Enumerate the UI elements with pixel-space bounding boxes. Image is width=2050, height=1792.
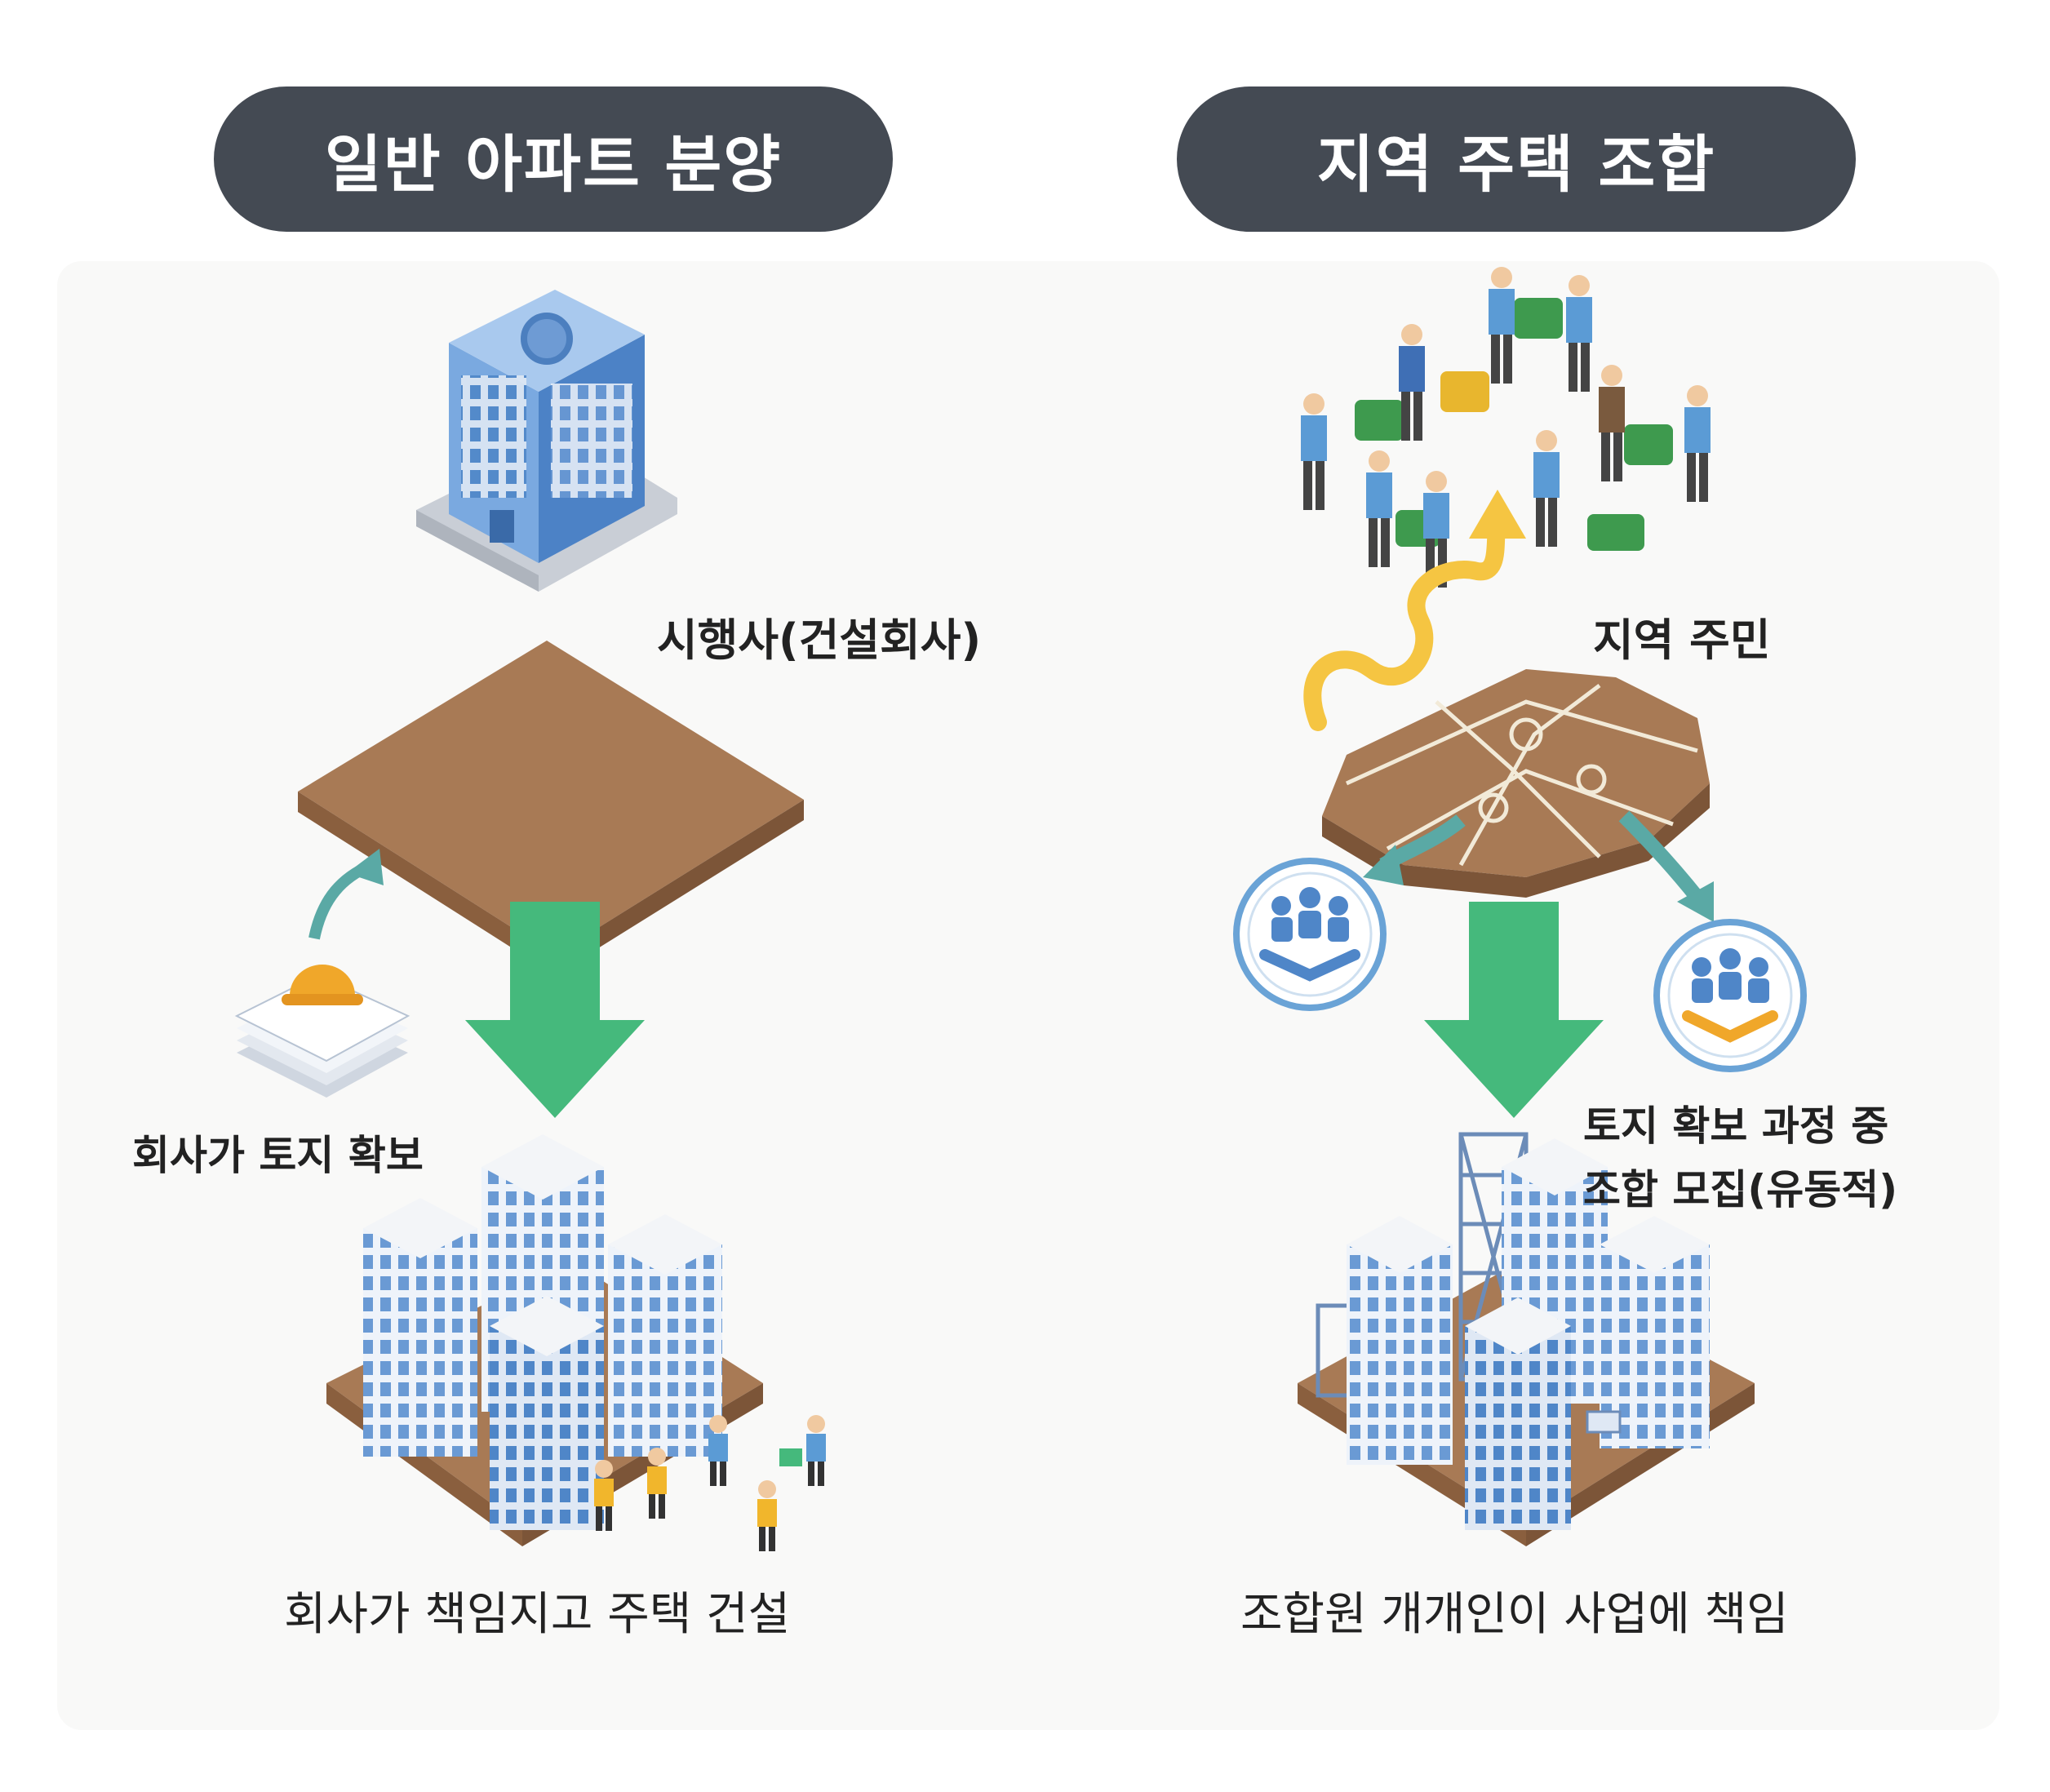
land-acquire-label: 회사가 토지 확보 [132,1132,424,1179]
left-title-pill: 일반 아파트 분양 [214,86,893,232]
right-construction-complex [1298,1132,1755,1546]
left-title: 일반 아파트 분양 [324,128,783,201]
developer-building-icon [416,290,677,592]
right-title-pill: 지역 주택 조합 [1177,86,1856,232]
growth-arrow [1303,513,1506,731]
union-badge-left-icon [1233,858,1387,1011]
recruit-arrowhead-left [1363,845,1404,885]
puzzle-land-plate [1322,669,1710,898]
right-down-arrow [1424,902,1604,1118]
recruit-arrow-right [1618,810,1704,903]
left-apartment-complex [326,1134,763,1546]
resident-group-icon [1301,267,1711,588]
growth-arrowhead [1469,490,1526,539]
recruit-arrowhead-right [1677,881,1714,922]
union-badge-right-icon [1653,919,1807,1072]
blueprint-helmet-icon [234,965,410,1098]
right-result-label: 조합원 개개인이 사업에 책임 [1240,1588,1789,1641]
developer-label: 시행사(건설회사) [657,614,982,666]
residents-label: 지역 주민 [1593,614,1771,666]
recruit-label-line2: 조합 모집(유동적) [1583,1166,1898,1213]
left-land-plate [298,641,804,975]
recruit-label-line1: 토지 확보 과정 중 [1583,1102,1889,1150]
right-title: 지역 주택 조합 [1316,128,1716,201]
left-residents-icon [594,1415,826,1551]
left-down-arrow [465,902,645,1118]
left-result-label: 회사가 책임지고 주택 건설 [284,1588,791,1641]
land-acquire-arrowhead [347,849,384,885]
